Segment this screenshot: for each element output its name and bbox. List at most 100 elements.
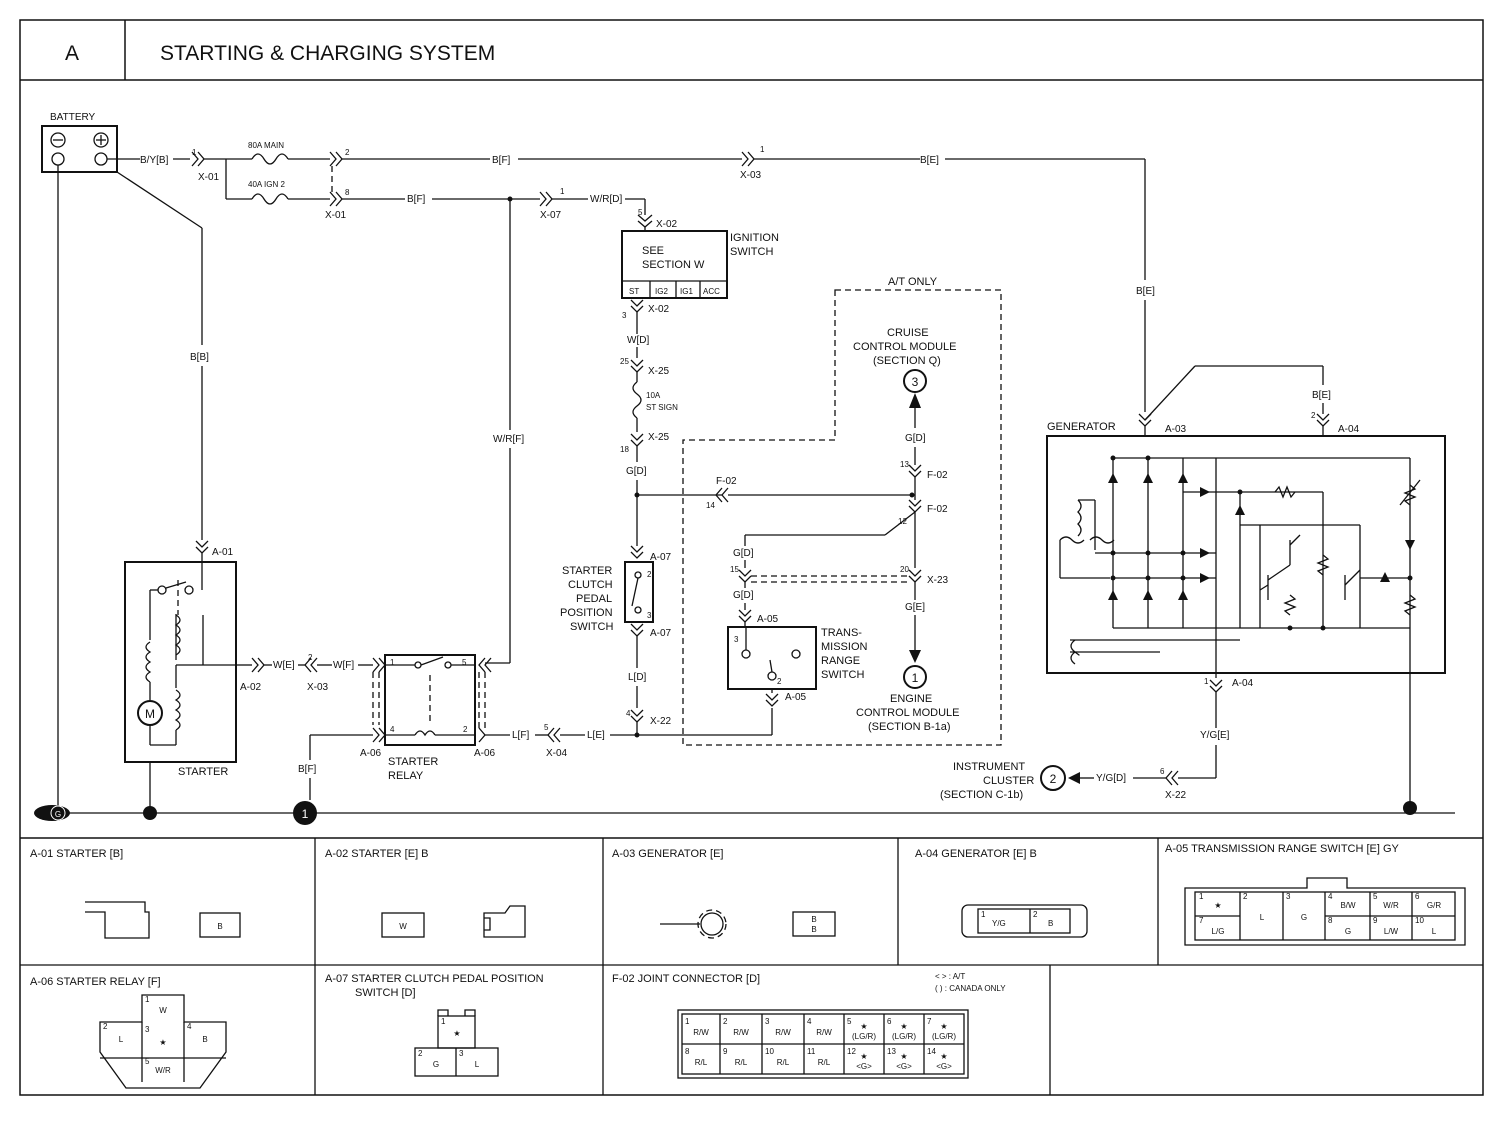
svg-text:X-01: X-01 <box>325 210 347 221</box>
f02-pin-number: 3 <box>765 1017 770 1026</box>
svg-text:G[D]: G[D] <box>733 548 754 559</box>
svg-text:CONTROL MODULE: CONTROL MODULE <box>853 341 957 353</box>
connector-view-f02: F-02 JOINT CONNECTOR [D] < > : A/T ( ) :… <box>612 972 1006 1079</box>
svg-text:IG2: IG2 <box>655 287 668 296</box>
f02-pin-star: ★ <box>900 1022 907 1031</box>
svg-text:W: W <box>399 922 407 931</box>
svg-text:L: L <box>1432 927 1437 936</box>
connector-view-a03: A-03 GENERATOR [E] B B <box>612 848 836 939</box>
svg-text:MISSION: MISSION <box>821 641 868 653</box>
frame <box>19 19 1484 1096</box>
svg-text:L[F]: L[F] <box>512 730 529 741</box>
svg-text:X-03: X-03 <box>307 682 329 693</box>
svg-text:A-06 STARTER RELAY [F]: A-06 STARTER RELAY [F] <box>30 976 161 988</box>
starter: M STARTER <box>124 561 237 778</box>
svg-text:SWITCH: SWITCH <box>821 669 864 681</box>
page-title: STARTING & CHARGING SYSTEM <box>160 42 495 65</box>
svg-text:A-06: A-06 <box>360 748 382 759</box>
svg-text:10: 10 <box>1415 916 1424 925</box>
svg-text:L[E]: L[E] <box>587 730 605 741</box>
connector-view-a01: A-01 STARTER [B] B <box>30 848 241 939</box>
svg-text:A-02: A-02 <box>240 682 262 693</box>
svg-text:G: G <box>1345 927 1351 936</box>
svg-text:A-07 STARTER CLUTCH PEDAL POSI: A-07 STARTER CLUTCH PEDAL POSITION <box>325 973 544 985</box>
svg-text:8: 8 <box>1328 916 1333 925</box>
svg-text:25: 25 <box>620 357 629 366</box>
svg-text:2: 2 <box>1311 411 1316 420</box>
svg-text:G[D]: G[D] <box>905 433 926 444</box>
f02-pin-star: ★ <box>900 1052 907 1061</box>
svg-text:CONTROL MODULE: CONTROL MODULE <box>856 707 960 719</box>
svg-text:(SECTION Q): (SECTION Q) <box>873 355 941 367</box>
svg-text:A-05 TRANSMISSION RANGE SWITCH: A-05 TRANSMISSION RANGE SWITCH [E] GY <box>1165 843 1400 855</box>
svg-text:2: 2 <box>1243 892 1248 901</box>
svg-text:B/W: B/W <box>1340 901 1356 910</box>
svg-text:BATTERY: BATTERY <box>50 112 96 123</box>
svg-text:(SECTION B-1a): (SECTION B-1a) <box>868 721 951 733</box>
svg-text:5: 5 <box>145 1057 150 1066</box>
svg-text:G: G <box>55 810 61 819</box>
f02-pin-number: 1 <box>685 1017 690 1026</box>
svg-text:W: W <box>159 1006 167 1015</box>
cruise-module-circle <box>903 369 927 393</box>
f02-pin-number: 2 <box>723 1017 728 1026</box>
connector-view-a04: A-04 GENERATOR [E] B 1 Y/G 2 B <box>915 848 1088 938</box>
svg-text:4: 4 <box>390 725 395 734</box>
svg-text:X-23: X-23 <box>927 575 949 586</box>
svg-text:L[D]: L[D] <box>628 672 647 683</box>
svg-text:IGNITION: IGNITION <box>730 232 779 244</box>
svg-text:L: L <box>475 1060 480 1069</box>
svg-text:40A IGN 2: 40A IGN 2 <box>248 180 285 189</box>
svg-text:5: 5 <box>462 658 467 667</box>
svg-text:B[E]: B[E] <box>1312 390 1331 401</box>
f02-pin-color: R/L <box>818 1058 831 1067</box>
svg-text:A-06: A-06 <box>474 748 496 759</box>
f02-pin-color: (LG/R) <box>852 1032 876 1041</box>
f02-pin-number: 4 <box>807 1017 812 1026</box>
svg-text:A-05: A-05 <box>785 692 807 703</box>
svg-text:( ) : CANADA ONLY: ( ) : CANADA ONLY <box>935 984 1006 993</box>
svg-text:A-04 GENERATOR [E] B: A-04 GENERATOR [E] B <box>915 848 1037 860</box>
connector-view-a06: A-06 STARTER RELAY [F] 1 W 2 L 3 ★ 4 B 5… <box>30 976 227 1089</box>
svg-text:8: 8 <box>345 188 350 197</box>
svg-text:1: 1 <box>912 671 919 685</box>
svg-text:6: 6 <box>1160 767 1165 776</box>
svg-text:A-03 GENERATOR [E]: A-03 GENERATOR [E] <box>612 848 723 860</box>
svg-text:GENERATOR: GENERATOR <box>1047 421 1116 433</box>
svg-text:3: 3 <box>459 1049 464 1058</box>
connector-x01-a: 1 X-01 <box>191 148 220 183</box>
svg-text:CRUISE: CRUISE <box>887 327 929 339</box>
svg-text:F-02: F-02 <box>927 504 948 515</box>
svg-text:2: 2 <box>418 1049 423 1058</box>
f02-pin-number: 6 <box>887 1017 892 1026</box>
svg-text:SWITCH: SWITCH <box>730 246 773 258</box>
svg-text:B[B]: B[B] <box>190 352 209 363</box>
svg-text:3: 3 <box>1286 892 1291 901</box>
svg-text:W[E]: W[E] <box>273 660 295 671</box>
svg-text:1: 1 <box>1204 677 1209 686</box>
svg-text:B[F]: B[F] <box>298 764 317 775</box>
svg-text:2: 2 <box>345 148 350 157</box>
f02-pin-color: (LG/R) <box>932 1032 956 1041</box>
ground-point-1 <box>293 801 317 825</box>
f02-pin-color: R/W <box>733 1028 749 1037</box>
svg-text:4: 4 <box>1328 892 1333 901</box>
svg-text:2: 2 <box>308 653 313 662</box>
svg-text:M: M <box>145 707 155 721</box>
connector-view-a02: A-02 STARTER [E] B W <box>325 848 526 938</box>
starter-relay: 1 5 4 2 STARTER RELAY <box>384 654 476 782</box>
svg-text:2: 2 <box>103 1022 108 1031</box>
svg-text:W[D]: W[D] <box>627 335 649 346</box>
svg-text:Y/G[E]: Y/G[E] <box>1200 730 1230 741</box>
svg-text:ST SIGN: ST SIGN <box>646 403 678 412</box>
clutch-pedal-switch: 2 3 STARTER CLUTCH PEDAL POSITION SWITCH <box>560 561 654 633</box>
svg-text:9: 9 <box>1373 916 1378 925</box>
svg-text:W[F]: W[F] <box>333 660 354 671</box>
svg-text:B: B <box>811 915 816 924</box>
engine-module-circle <box>903 665 927 689</box>
f02-pin-number: 9 <box>723 1047 728 1056</box>
svg-text:RANGE: RANGE <box>821 655 860 667</box>
svg-text:★: ★ <box>453 1029 460 1038</box>
connector-view-a07: A-07 STARTER CLUTCH PEDAL POSITION SWITC… <box>325 973 544 1077</box>
svg-text:B: B <box>202 1035 207 1044</box>
